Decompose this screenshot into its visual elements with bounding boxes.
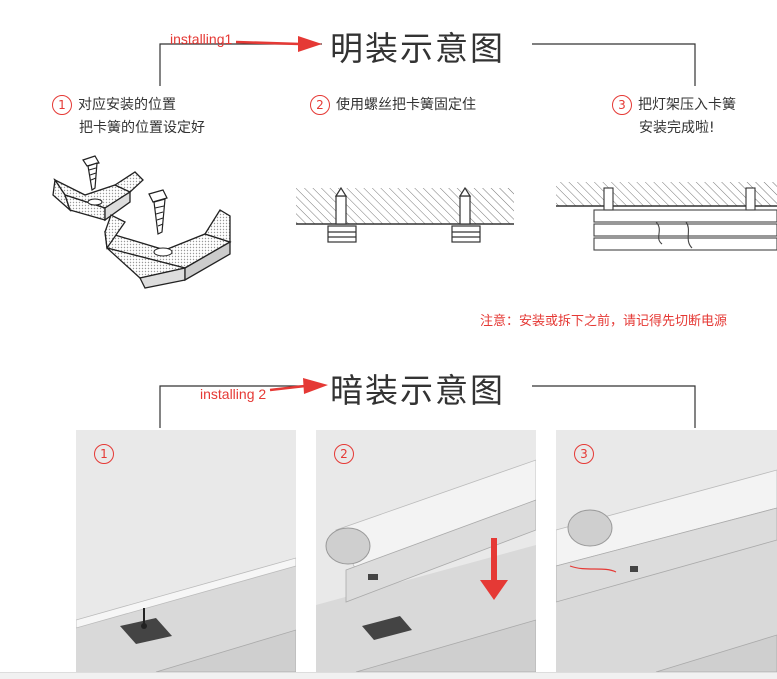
surface-mount-title: 明装示意图 xyxy=(330,29,505,68)
recessed-step-1-panel: 1 xyxy=(76,430,296,672)
recessed-step-1-illustration xyxy=(76,557,296,672)
step-1-line1: 对应安装的位置 xyxy=(78,97,176,113)
step-3-text: 3 把灯架压入卡簧 安装完成啦! xyxy=(612,94,736,140)
step-3-number: 3 xyxy=(612,95,632,115)
recessed-step-3-number: 3 xyxy=(574,444,594,464)
spring-clip-illustration xyxy=(52,155,232,289)
ceiling-fix-illustration xyxy=(296,186,514,243)
recessed-step-2-illustration xyxy=(316,459,536,672)
step-1-text: 1 对应安装的位置 把卡簧的位置设定好 xyxy=(52,94,205,140)
recessed-step-2-panel: 2 xyxy=(316,430,536,672)
installing1-annotation: installing1 xyxy=(170,31,233,47)
fixture-press-illustration xyxy=(556,182,777,251)
installing2-annotation: installing 2 xyxy=(200,386,267,402)
step-2-text: 2 使用螺丝把卡簧固定住 xyxy=(310,94,476,117)
recessed-step-1-number: 1 xyxy=(94,444,114,464)
power-off-warning: 注意：安装或拆下之前，请记得先切断电源 xyxy=(480,314,728,329)
recessed-step-3-panel: 3 xyxy=(556,430,777,672)
step-1-number: 1 xyxy=(52,95,72,115)
page-bottom-bar xyxy=(0,672,777,679)
recessed-mount-title: 暗装示意图 xyxy=(330,371,505,410)
step-2-line1: 使用螺丝把卡簧固定住 xyxy=(336,97,476,113)
recessed-step-3-illustration xyxy=(556,469,777,672)
step-3-line2: 安装完成啦! xyxy=(639,120,715,136)
recessed-step-2-number: 2 xyxy=(334,444,354,464)
step-1-line2: 把卡簧的位置设定好 xyxy=(79,120,205,136)
step-2-number: 2 xyxy=(310,95,330,115)
step-3-line1: 把灯架压入卡簧 xyxy=(638,97,736,113)
